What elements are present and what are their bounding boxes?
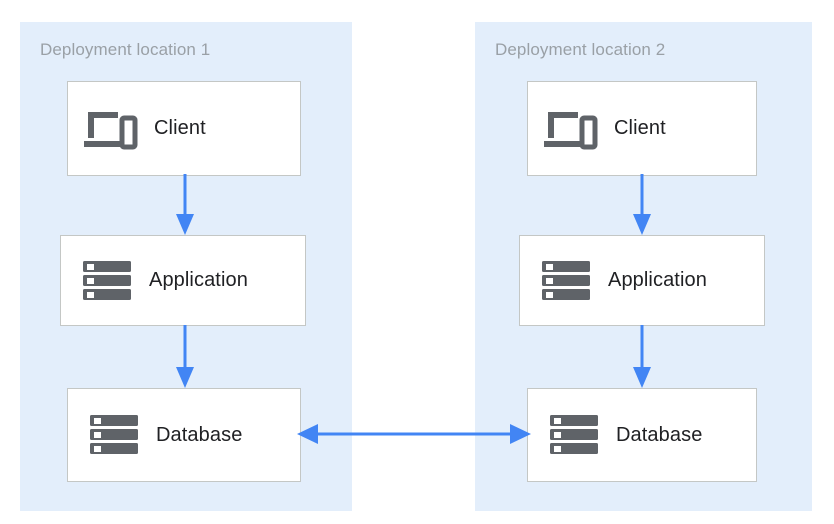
arrow-zone1-application-to-database [173,325,197,389]
zone-2-client-label: Client [614,117,666,139]
zone-2-node-client[interactable]: Client [527,81,757,176]
server-stack-icon [542,258,590,304]
devices-icon [82,106,138,152]
zone-1-database-label: Database [156,423,243,446]
zone-2-label: Deployment location 2 [495,40,666,59]
zone-1-node-client[interactable]: Client [67,81,301,176]
zone-1-node-database[interactable]: Database [67,388,301,482]
zone-2-database-label: Database [616,423,703,446]
zone-2-application-label: Application [608,269,707,291]
arrow-zone1-client-to-application [173,174,197,236]
zone-1-application-label: Application [149,269,248,291]
devices-icon [542,106,598,152]
server-stack-icon [83,258,131,304]
server-stack-icon [90,412,138,458]
zone-1-client-label: Client [154,117,206,139]
zone-2-node-application[interactable]: Application [519,235,765,326]
server-stack-icon [550,412,598,458]
arrow-zone2-client-to-application [630,174,654,236]
arrow-database-replication-bidirectional [296,420,532,448]
zone-1-node-application[interactable]: Application [60,235,306,326]
zone-1-label: Deployment location 1 [40,40,211,59]
arrow-zone2-application-to-database [630,325,654,389]
zone-2-node-database[interactable]: Database [527,388,757,482]
